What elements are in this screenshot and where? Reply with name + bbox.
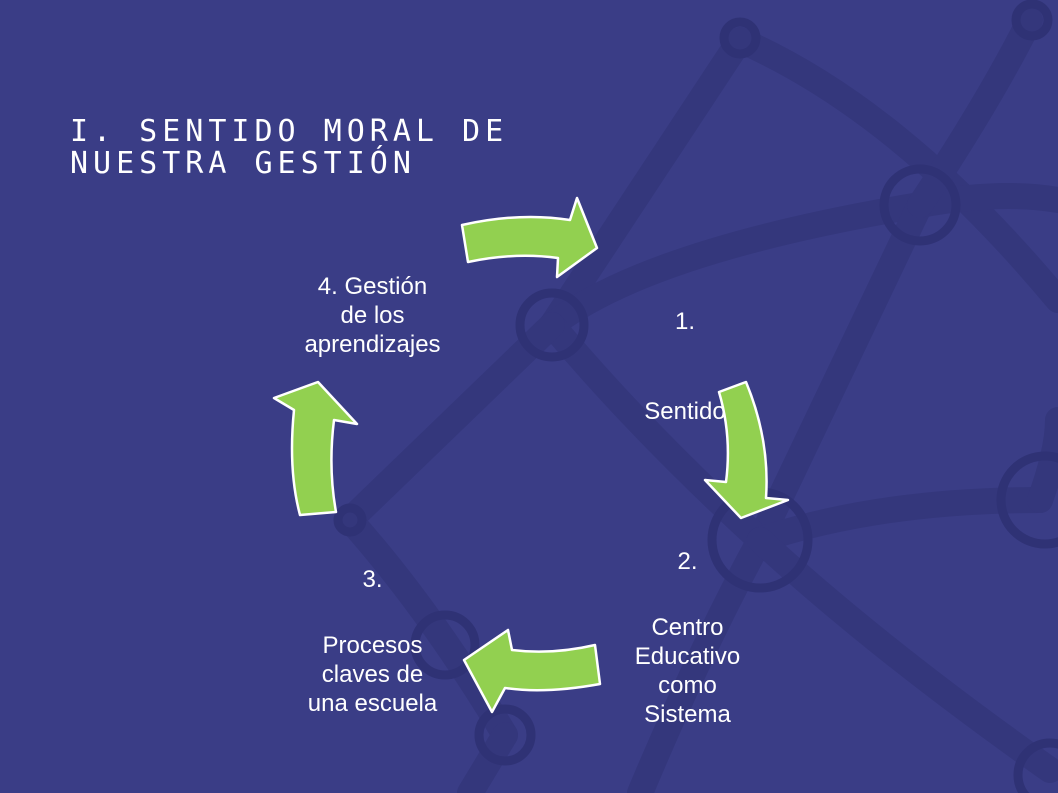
slide-title: I. SENTIDO MORAL DE NUESTRA GESTIÓN [70, 114, 509, 181]
cycle-arrow-left-icon [462, 628, 602, 714]
step-number: 3. [362, 566, 383, 593]
network-node [719, 17, 761, 59]
network-line [539, 27, 753, 338]
step-number: 2. [677, 548, 698, 575]
step-label: Sentido [644, 398, 726, 425]
network-line [747, 192, 933, 553]
network-node [996, 451, 1058, 549]
network-node [474, 704, 536, 766]
step-label: 4. Gestión de los aprendizajes [304, 273, 441, 358]
cycle-arrow-up-icon [272, 380, 359, 517]
network-line [727, 27, 1058, 313]
network-node [333, 503, 367, 537]
network-line [337, 312, 565, 533]
network-node [1013, 738, 1058, 793]
cycle-arrow-down-icon [703, 380, 790, 520]
network-node [879, 164, 961, 246]
cycle-step-2: 2. Centro Educativo como Sistema [610, 518, 765, 729]
network-node [1011, 0, 1053, 41]
cycle-arrow-right-icon [460, 196, 599, 279]
step-label: Procesos claves de una escuela [307, 632, 438, 717]
network-node [410, 610, 480, 680]
step-number: 1. [674, 308, 695, 335]
network-line [627, 527, 773, 793]
network-node [515, 288, 589, 362]
network-line [457, 722, 518, 793]
step-label: Centro Educativo como Sistema [634, 614, 741, 728]
network-line [907, 7, 1043, 218]
cycle-step-1: 1. Sentido [610, 254, 760, 434]
cycle-step-3: 3. Procesos claves de una escuela [280, 536, 465, 718]
cycle-step-4: 4. Gestión de los aprendizajes [280, 243, 465, 359]
